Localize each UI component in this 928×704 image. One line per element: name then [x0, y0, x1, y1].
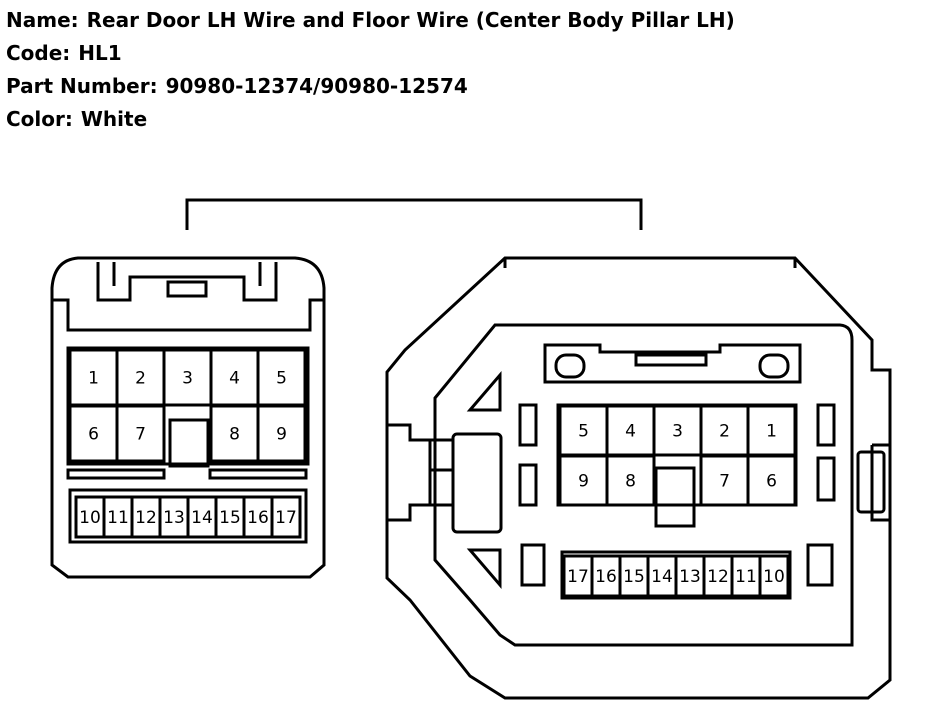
left_connector-pin-11-label: 11	[107, 508, 129, 528]
right-connector-top-frame	[543, 343, 802, 384]
left-connector-latch-inner	[112, 262, 262, 286]
right_connector-pin-10-label: 10	[763, 567, 785, 587]
color-value: White	[80, 107, 148, 131]
right_connector-pin-1-label: 1	[766, 422, 777, 442]
left_connector-pin-17-cell	[270, 495, 302, 539]
right_connector-pin-8-cell	[605, 454, 656, 507]
right-connector-top-bar	[634, 353, 708, 367]
right-connector-lock	[451, 432, 503, 534]
right-connector-ridge-top	[466, 370, 502, 412]
right_connector-pin-7-label: 7	[719, 472, 730, 492]
right_connector-pin-11-label: 11	[735, 567, 757, 587]
left_connector-pin-8-label: 8	[229, 425, 240, 445]
right-connector-top-oval-right	[758, 353, 790, 379]
right-connector-slot-d	[816, 403, 836, 447]
right_connector-pin-16-label: 16	[595, 567, 617, 587]
right-connector-slot-a	[518, 403, 538, 447]
right-connector-top-rail	[503, 258, 797, 268]
left_connector-pin-2-label: 2	[135, 369, 146, 389]
right-connector-latch-tab	[856, 450, 886, 514]
right-connector-ridge-bottom	[466, 548, 502, 590]
right-connector-slot-c	[520, 543, 546, 587]
right_connector-pin-10-cell	[758, 554, 790, 598]
code-value: HL1	[78, 41, 122, 65]
right-connector: 5 4 3 2 1 9 8 7 6 17 16 15 14 13 12 11 10	[385, 256, 892, 700]
name-row: Name: Rear Door LH Wire and Floor Wire (C…	[6, 4, 735, 37]
right_connector-pin-9-label: 9	[578, 472, 589, 492]
part-number-label: Part Number:	[6, 74, 158, 98]
left_connector-pin-9-cell	[256, 404, 307, 463]
right-connector-lock-rails	[430, 438, 453, 507]
right_connector-pin-4-label: 4	[625, 422, 636, 442]
right_connector-pin-2-label: 2	[719, 422, 730, 442]
right-connector-slot-b	[518, 463, 538, 507]
code-label: Code:	[6, 41, 71, 65]
right-connector-slot-e	[816, 456, 836, 502]
right-connector-outline	[385, 256, 892, 700]
right_connector-pin-8-label: 8	[625, 472, 636, 492]
left-connector-guide-left	[66, 468, 166, 480]
left_connector-pin-7-cell	[115, 404, 166, 463]
left_connector-pin-16-label: 16	[247, 508, 269, 528]
part-number-value: 90980-12374/90980-12574	[165, 74, 468, 98]
mating-bracket	[185, 198, 643, 230]
name-value: Rear Door LH Wire and Floor Wire (Center…	[86, 8, 735, 32]
left_connector-pin-4-label: 4	[229, 369, 240, 389]
right-connector-pins: 5 4 3 2 1 9 8 7 6 17 16 15 14 13 12 11 10	[558, 404, 797, 598]
color-row: Color: White	[6, 103, 735, 136]
left_connector-pin-17-label: 17	[275, 508, 297, 528]
left_connector-pin-7-label: 7	[135, 425, 146, 445]
right-connector-top-oval-left	[554, 353, 586, 379]
right_connector-pin-17-label: 17	[567, 567, 589, 587]
right-connector-key-slot	[654, 466, 696, 528]
left-connector-inner-rim	[52, 298, 324, 332]
code-row: Code: HL1	[6, 37, 735, 70]
left_connector-pin-10-label: 10	[79, 508, 101, 528]
right_connector-pin-15-label: 15	[623, 567, 645, 587]
left_connector-pin-5-label: 5	[276, 369, 287, 389]
left_connector-pin-3-label: 3	[182, 369, 193, 389]
right-connector-lower-block	[560, 550, 792, 600]
right_connector-pin-6-cell	[746, 454, 797, 507]
right-connector-inner-wall	[433, 323, 854, 647]
right-connector-slot-f	[806, 543, 834, 587]
left_connector-pin-13-label: 13	[163, 508, 185, 528]
right-connector-side-clip	[870, 368, 892, 522]
left-connector-outline	[50, 256, 326, 579]
right_connector-pin-14-label: 14	[651, 567, 673, 587]
name-label: Name:	[6, 8, 79, 32]
right_connector-pin-3-label: 3	[672, 422, 683, 442]
left-connector-lower-block	[68, 488, 308, 544]
right-connector-lock-housing	[387, 423, 432, 522]
part-number-row: Part Number: 90980-12374/90980-12574	[6, 70, 735, 103]
left_connector-pin-14-label: 14	[191, 508, 213, 528]
left_connector-pin-9-label: 9	[276, 425, 287, 445]
left-connector-lock-tab	[166, 280, 208, 298]
color-label: Color:	[6, 107, 73, 131]
left-connector-guide-right	[208, 468, 308, 480]
left_connector-pin-12-label: 12	[135, 508, 157, 528]
left_connector-pin-15-label: 15	[219, 508, 241, 528]
right_connector-pin-5-label: 5	[578, 422, 589, 442]
left-connector-key-slot	[168, 418, 210, 468]
right_connector-pin-6-label: 6	[766, 472, 777, 492]
right_connector-pin-12-label: 12	[707, 567, 729, 587]
left_connector-pin-1-label: 1	[88, 369, 99, 389]
left_connector-pin-6-label: 6	[88, 425, 99, 445]
left-connector-latch	[96, 262, 278, 302]
connector-info: Name: Rear Door LH Wire and Floor Wire (C…	[6, 4, 735, 136]
right_connector-pin-13-label: 13	[679, 567, 701, 587]
